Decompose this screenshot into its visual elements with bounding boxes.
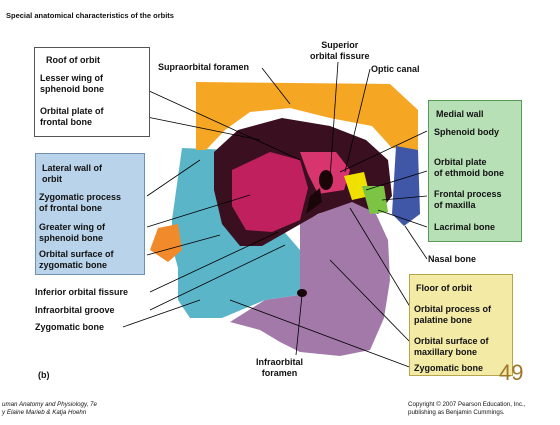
panel-label: (b)	[38, 370, 50, 381]
label-inferior-orbital-fissure: Inferior orbital fissure	[35, 287, 128, 298]
label-lacrimal-bone: Lacrimal bone	[434, 222, 495, 233]
medial-header: Medial wall	[436, 109, 484, 120]
label-lesser-wing: Lesser wing of sphenoid bone	[40, 73, 104, 95]
footer-right: Copyright © 2007 Pearson Education, Inc.…	[408, 401, 525, 416]
label-optic-canal: Optic canal	[371, 64, 420, 75]
roof-header: Roof of orbit	[46, 55, 100, 66]
label-orbital-plate-frontal: Orbital plate of frontal bone	[40, 106, 104, 128]
label-zygomatic-bone-floor: Zygomatic bone	[414, 363, 483, 374]
footer-left: uman Anatomy and Physiology, 7e y Elaine…	[2, 401, 97, 416]
label-sphenoid-body: Sphenoid body	[434, 127, 499, 138]
label-orbital-process-palatine: Orbital process of palatine bone	[414, 304, 491, 326]
label-orbital-surface-zygomatic: Orbital surface of zygomatic bone	[39, 249, 114, 271]
label-greater-wing-sphenoid: Greater wing of sphenoid bone	[39, 222, 105, 244]
lateral-header: Lateral wall of orbit	[42, 163, 102, 185]
label-frontal-process-maxilla: Frontal process of maxilla	[434, 189, 502, 211]
label-orbital-plate-ethmoid: Orbital plate of ethmoid bone	[434, 157, 504, 179]
label-superior-orbital-fissure: Superior orbital fissure	[310, 40, 370, 62]
page-number: 49	[499, 360, 523, 386]
label-supraorbital-foramen: Supraorbital foramen	[158, 62, 249, 73]
label-zygomatic-bone: Zygomatic bone	[35, 322, 104, 333]
label-zygomatic-process-frontal: Zygomatic process of frontal bone	[39, 192, 121, 214]
label-nasal-bone: Nasal bone	[428, 254, 476, 265]
label-infraorbital-foramen: Infraorbital foramen	[256, 357, 303, 379]
label-infraorbital-groove: Infraorbital groove	[35, 305, 115, 316]
label-orbital-surface-maxillary: Orbital surface of maxillary bone	[414, 336, 489, 358]
floor-header: Floor of orbit	[416, 283, 472, 294]
